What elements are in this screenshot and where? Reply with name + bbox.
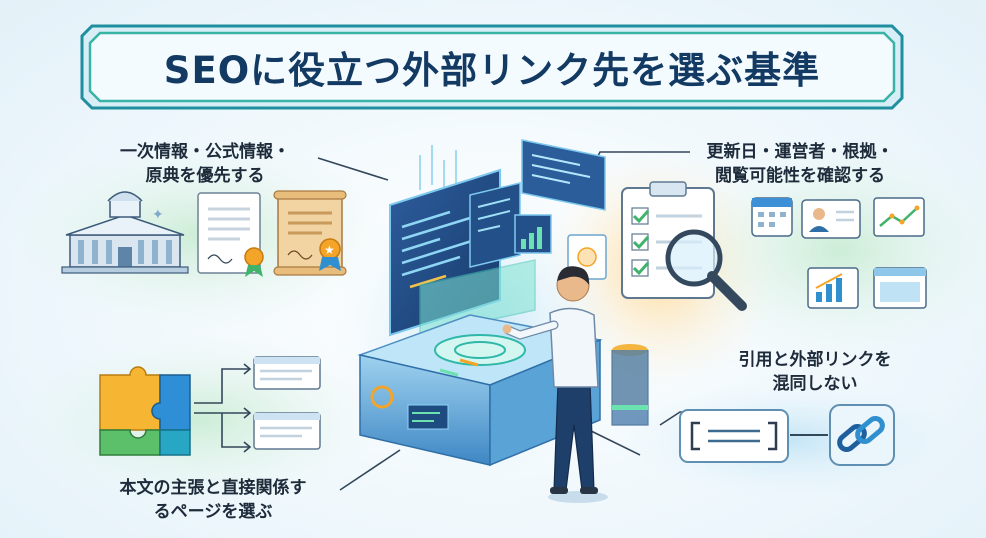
person-icon (502, 266, 608, 503)
bar-chart-screen (514, 214, 552, 254)
criterion-primary-line2: 原典を優先する (145, 166, 265, 186)
criterion-citation-line2: 混同しない (772, 374, 858, 394)
leader-line-primary (317, 157, 389, 181)
svg-text:★: ★ (324, 243, 335, 257)
criterion-relevance-label: 本文の主張と直接関係す るページを選ぶ (88, 476, 338, 524)
criterion-relevance-line2: るページを選ぶ (153, 502, 273, 522)
leader-line-relevance (339, 449, 401, 491)
criterion-primary-line1: 一次情報・公式情報・ (120, 142, 290, 162)
criterion-freshness-line2: 閲覧可能性を確認する (715, 166, 885, 186)
relevance-illustration (99, 356, 321, 456)
quote-bracket-icon (679, 409, 789, 463)
code-panel-floating (521, 139, 606, 211)
title-frame (80, 24, 904, 110)
criterion-citation-line1: 引用と外部リンクを (738, 350, 892, 370)
verification-illustration (621, 181, 927, 311)
glow-pillar (611, 344, 649, 426)
criterion-primary-label: 一次情報・公式情報・ 原典を優先する (100, 140, 310, 188)
primary-sources-illustration: ✦ ★ (61, 190, 347, 277)
certificate-icon (197, 192, 264, 277)
criterion-freshness-line1: 更新日・運営者・根拠・ (706, 142, 894, 162)
document-card-icon (253, 356, 321, 390)
page-title: SEOに役立つ外部リンク先を選ぶ基準 (163, 49, 821, 92)
code-screen-side (469, 182, 521, 268)
scroll-diploma-icon: ★ (273, 190, 347, 276)
line-chart-icon (873, 197, 925, 237)
title-banner: SEOに役立つ外部リンク先を選ぶ基準 (78, 22, 906, 112)
criterion-relevance-line1: 本文の主張と直接関係す (119, 478, 307, 498)
government-building-icon (61, 191, 189, 274)
puzzle-icon (99, 366, 191, 456)
profile-card-icon (801, 199, 861, 239)
criterion-citation-label: 引用と外部リンクを 混同しない (720, 348, 910, 396)
document-card-icon (253, 412, 321, 450)
bar-chart-icon (807, 267, 859, 309)
chain-link-icon (829, 404, 895, 466)
magnifier-icon (665, 229, 747, 311)
citation-illustration (679, 404, 895, 466)
leader-line-console (584, 427, 641, 456)
holo-panel (419, 259, 536, 336)
calendar-icon (751, 197, 793, 237)
browser-window-icon (873, 267, 927, 309)
flow-arrows (194, 363, 252, 453)
criterion-freshness-label: 更新日・運営者・根拠・ 閲覧可能性を確認する (680, 140, 920, 188)
svg-text:✦: ✦ (152, 207, 164, 223)
central-scene (357, 139, 649, 503)
